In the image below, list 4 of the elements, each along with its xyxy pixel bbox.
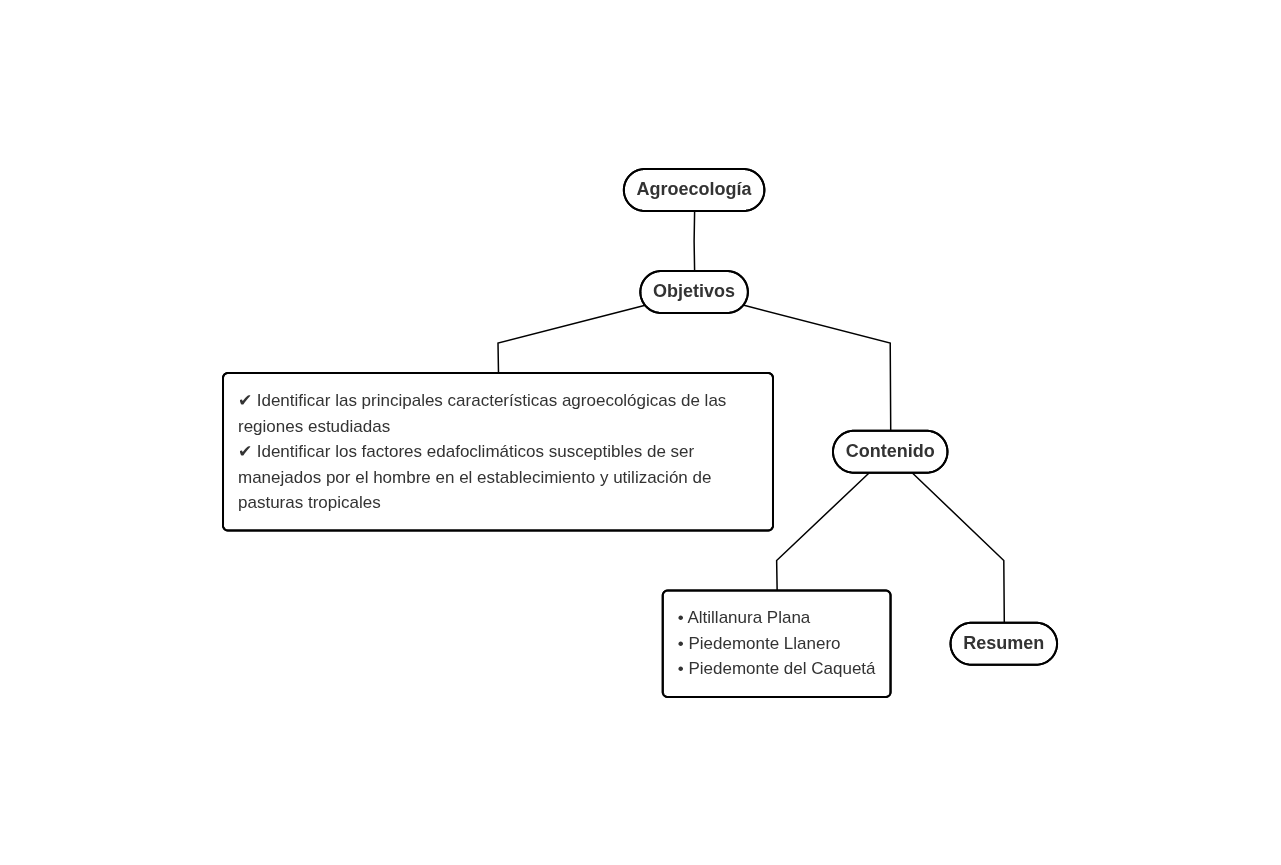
connector (912, 472, 1006, 624)
connector (497, 304, 647, 374)
connector (693, 210, 696, 272)
connector (743, 304, 892, 432)
